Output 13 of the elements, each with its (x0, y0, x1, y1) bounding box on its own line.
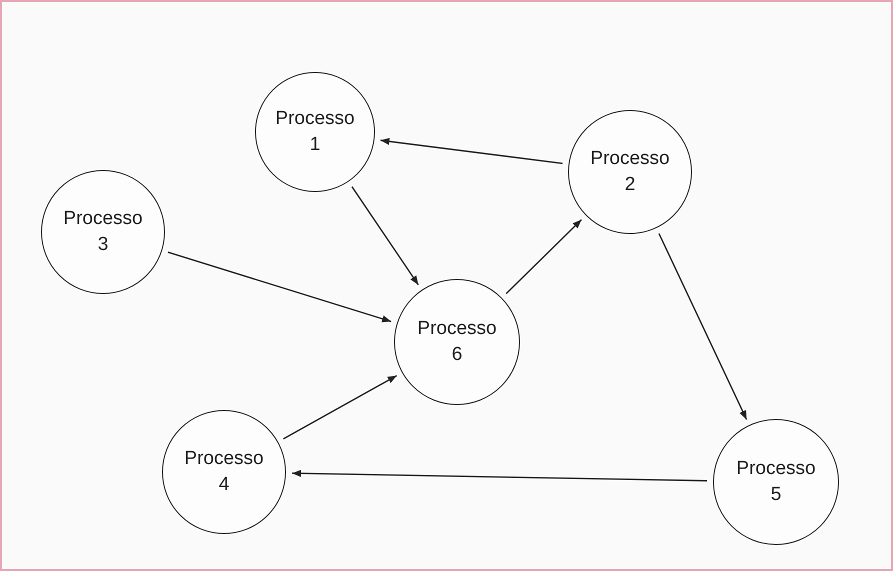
arrow (658, 233, 748, 420)
arrow (380, 138, 563, 164)
process-label: Processo 5 (735, 457, 817, 507)
arrow (292, 470, 708, 482)
arrow (168, 252, 392, 322)
arrow (283, 375, 398, 440)
process-label: Processo 4 (183, 447, 265, 497)
arrow (351, 186, 419, 286)
process-label: Processo 3 (62, 207, 144, 257)
process-label: Processo 1 (274, 107, 356, 157)
process-label: Processo 2 (589, 147, 671, 197)
arrow (506, 219, 582, 294)
process-label: Processo 6 (416, 317, 498, 367)
